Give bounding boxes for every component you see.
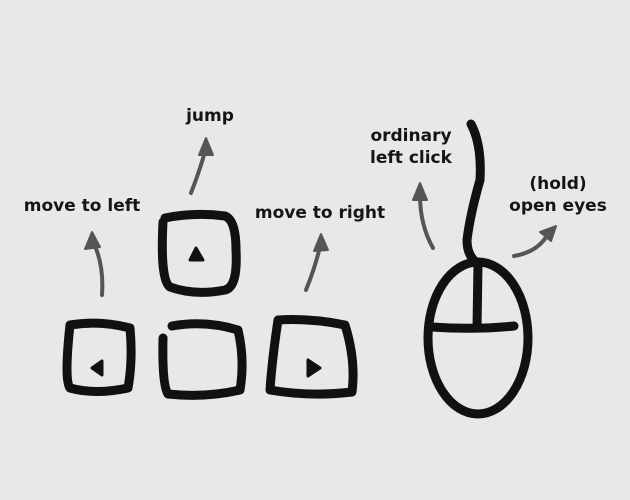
up-key bbox=[157, 209, 241, 297]
left-key bbox=[62, 318, 136, 396]
left-triangle-icon bbox=[90, 359, 104, 377]
left-click-label-line2: left click bbox=[370, 148, 453, 168]
move-left-label: move to left bbox=[24, 196, 141, 216]
up-triangle-icon bbox=[188, 246, 205, 262]
right-key bbox=[265, 315, 358, 399]
jump-arrow-icon bbox=[189, 137, 214, 195]
move-right-arrow-icon bbox=[304, 233, 329, 292]
jump-label: jump bbox=[185, 106, 234, 126]
mouse-icon bbox=[423, 119, 533, 419]
open-eyes-arrow-icon bbox=[512, 225, 557, 258]
move-right-label: move to right bbox=[255, 203, 385, 223]
down-key bbox=[158, 319, 247, 400]
left-click-label-line1: ordinary bbox=[370, 126, 451, 146]
open-eyes-label-line1: (hold) bbox=[529, 174, 586, 194]
right-triangle-icon bbox=[306, 358, 322, 378]
open-eyes-label-line2: open eyes bbox=[509, 196, 607, 216]
move-left-arrow-icon bbox=[84, 231, 105, 297]
left-click-arrow-icon bbox=[412, 182, 435, 250]
